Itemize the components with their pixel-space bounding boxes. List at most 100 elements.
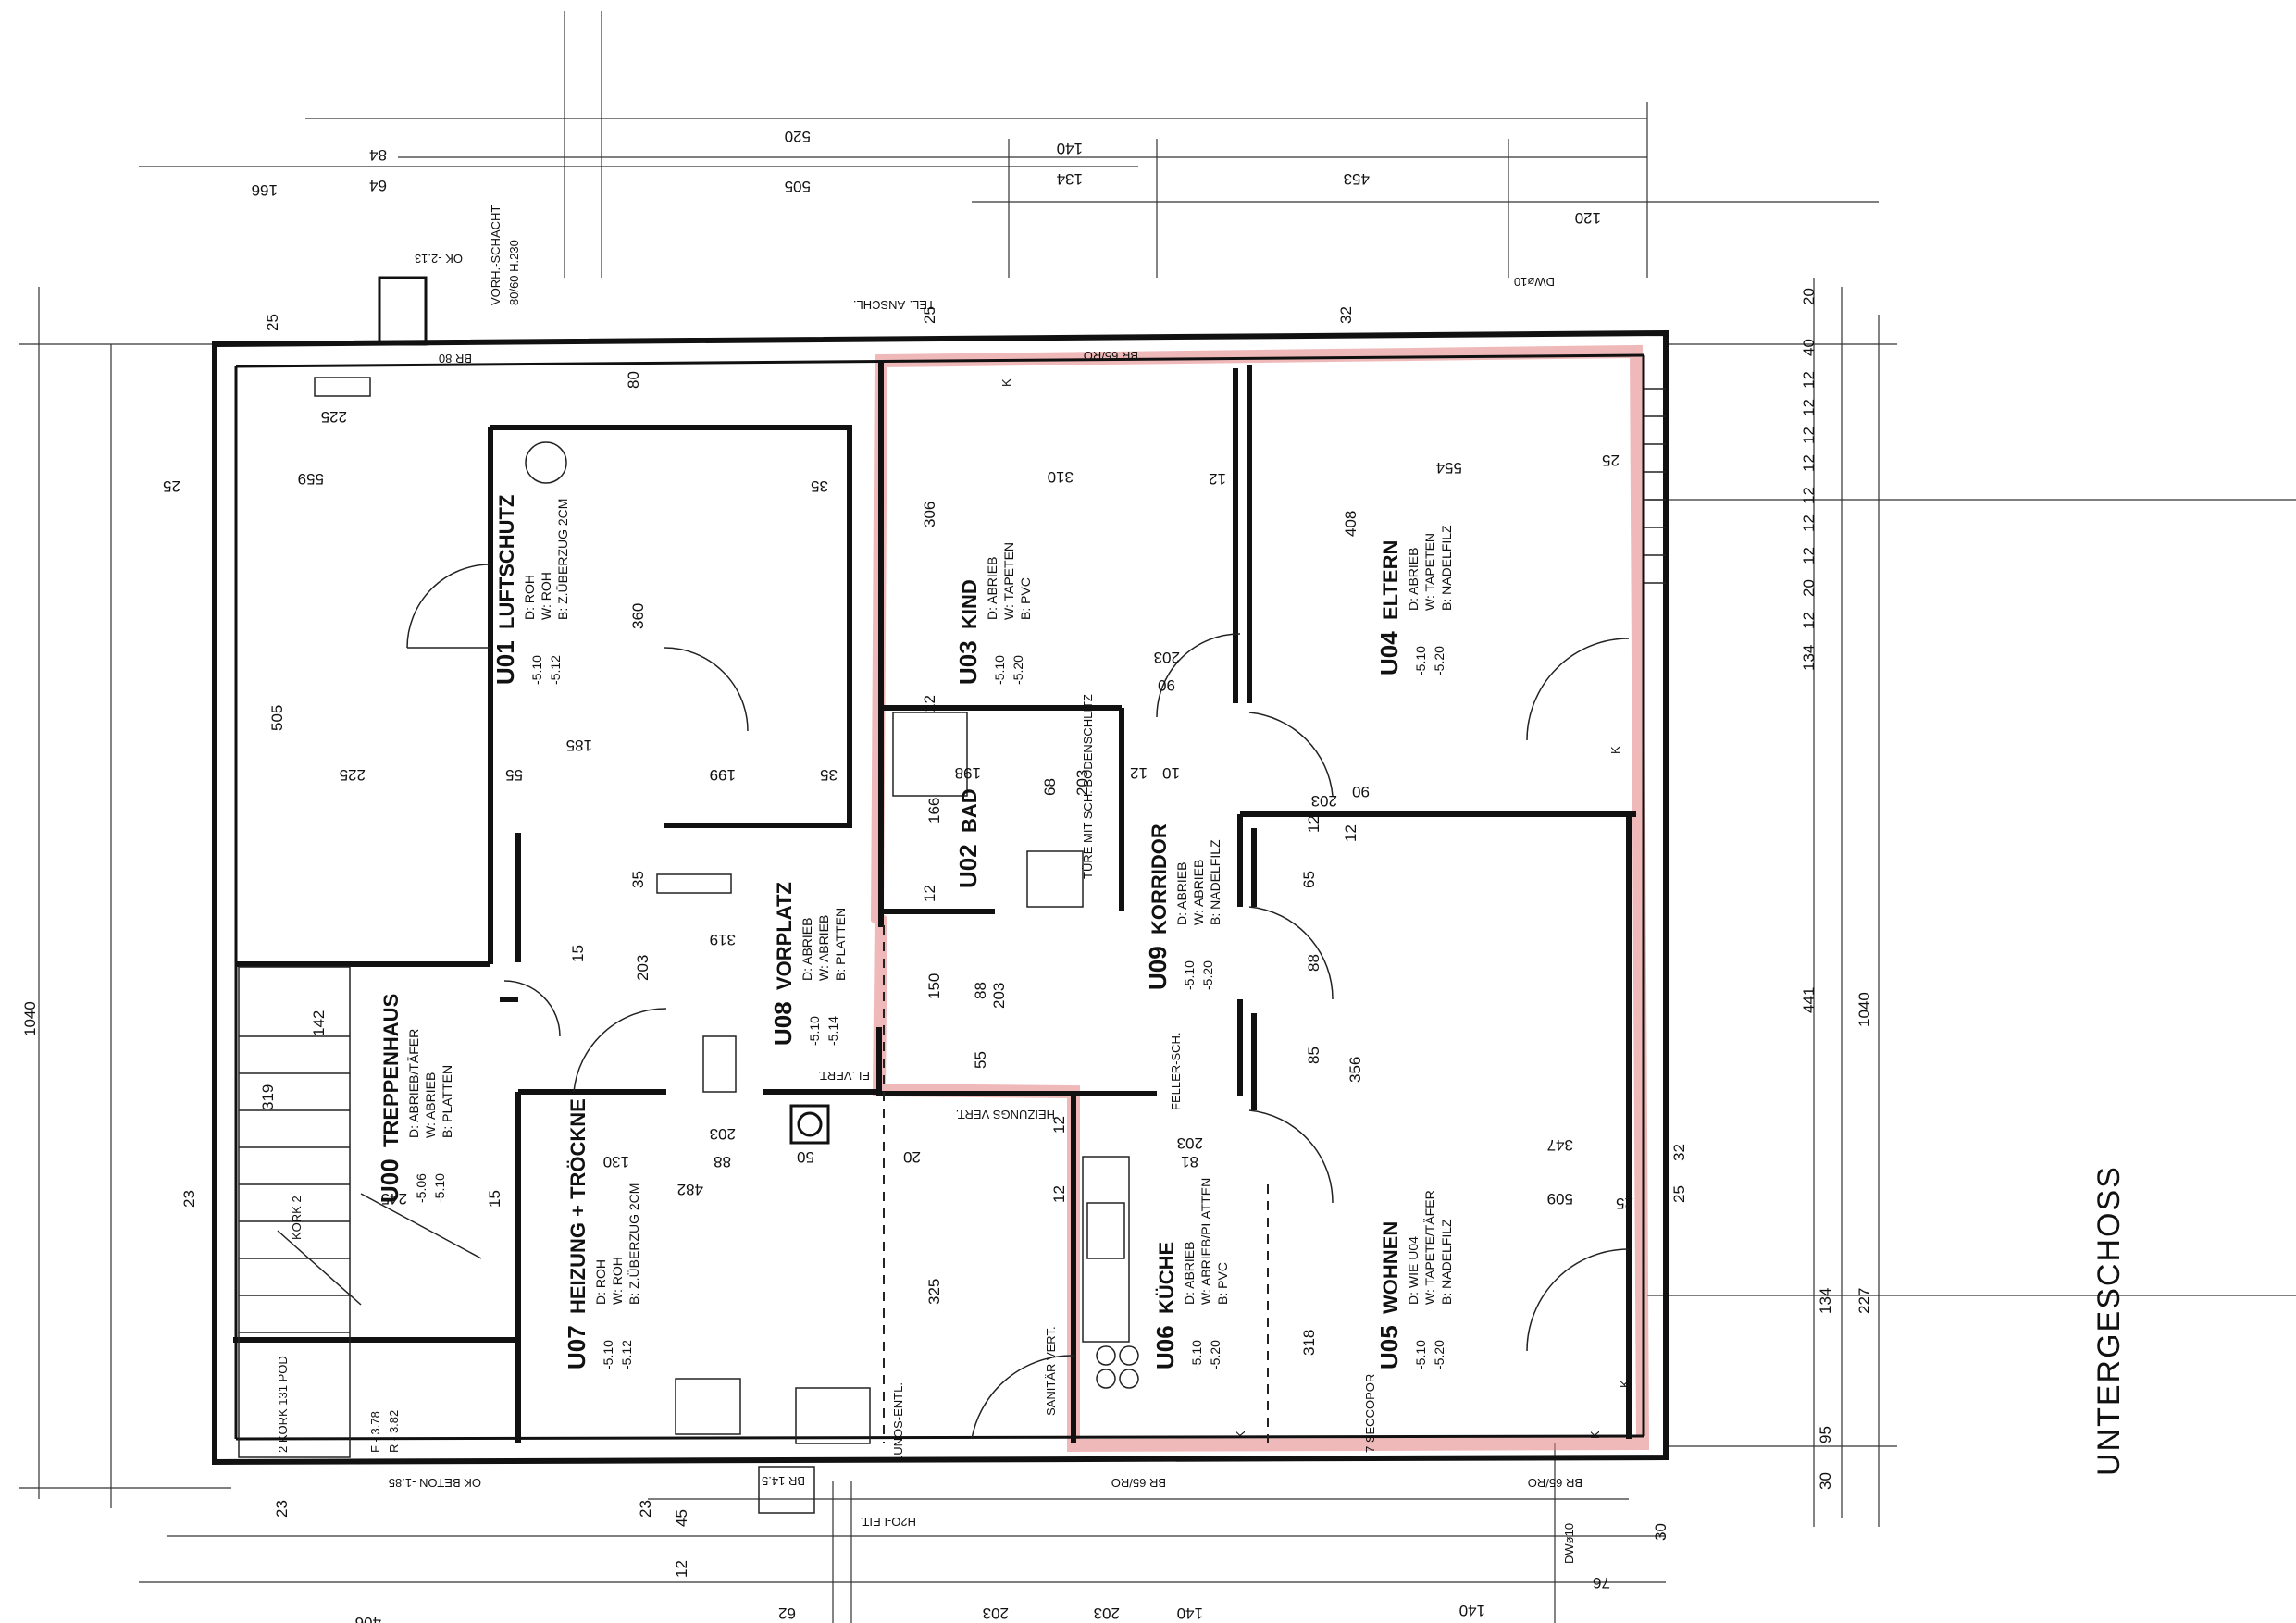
room-spec: D: ROH bbox=[522, 575, 537, 620]
dim-label: 85 bbox=[1305, 1047, 1322, 1064]
dim-label: 32 bbox=[1337, 306, 1355, 324]
dims-side-labels: 1040 25 23 23 20 40 12 12 12 12 12 12 12… bbox=[21, 288, 1873, 1518]
dim-label: 140 bbox=[1459, 1602, 1485, 1619]
room-height: -5.20 bbox=[1208, 1340, 1222, 1369]
room-spec: W: TAPETEN bbox=[1422, 533, 1437, 611]
dim-label: 12 bbox=[1800, 612, 1818, 629]
dim-label: 140 bbox=[1057, 140, 1083, 157]
dim-label: 23 bbox=[637, 1500, 654, 1518]
room-height: -5.10 bbox=[1182, 960, 1197, 990]
lunos-label: LUNOS-ENTL. bbox=[891, 1382, 905, 1462]
dim-label: 140 bbox=[1177, 1604, 1203, 1622]
door-note: TÜRE MIT SCH. BODENSCHLITZ bbox=[1081, 694, 1095, 879]
k-label: K bbox=[1608, 746, 1622, 754]
room-spec: W: ABRIEB bbox=[423, 1072, 438, 1138]
room-name: KIND bbox=[958, 579, 981, 629]
dim-label: 520 bbox=[785, 128, 811, 145]
dim-label: 25 bbox=[163, 477, 180, 495]
room-height: -5.10 bbox=[1189, 1340, 1204, 1369]
room-height: -5.12 bbox=[548, 655, 563, 685]
room-u09: U09 KORRIDOR -5.10 -5.20 D: ABRIEB W: AB… bbox=[1144, 824, 1222, 990]
room-height: -5.10 bbox=[432, 1173, 447, 1203]
room-height: -5.10 bbox=[992, 655, 1007, 685]
room-u08: U08 VORPLATZ -5.10 -5.14 D: ABRIEB W: AB… bbox=[769, 882, 848, 1046]
dim-label: 35 bbox=[811, 477, 828, 495]
room-height: -5.10 bbox=[807, 1016, 822, 1046]
dims-inner-labels: 225 559 80 35 360 505 225 55 185 199 35 … bbox=[259, 371, 1633, 1356]
dim-label: 12 bbox=[921, 885, 938, 902]
dim-label: 203 bbox=[634, 955, 652, 981]
room-height: -5.10 bbox=[1413, 646, 1428, 675]
dim-label: 12 bbox=[1800, 487, 1818, 504]
dim-label: 198 bbox=[955, 764, 981, 782]
room-spec: B: Z.ÜBERZUG 2CM bbox=[626, 1183, 641, 1305]
dim-label: 32 bbox=[1670, 1144, 1688, 1161]
dim-label: 130 bbox=[603, 1153, 629, 1171]
dim-label: 453 bbox=[1344, 170, 1370, 188]
dim-label: 150 bbox=[925, 973, 943, 999]
interior-walls bbox=[233, 363, 1636, 1443]
room-u05: U05 WOHNEN -5.10 -5.20 D: WIE U04 W: TAP… bbox=[1375, 1190, 1454, 1369]
room-name: KÜCHE bbox=[1155, 1242, 1178, 1314]
dim-label: 441 bbox=[1800, 987, 1818, 1013]
room-spec: D: ABRIEB bbox=[1406, 548, 1421, 611]
page-title: UNTERGESCHOSS bbox=[2091, 1165, 2127, 1476]
room-u02: U02 BAD bbox=[954, 788, 982, 888]
dim-label: 50 bbox=[797, 1148, 814, 1166]
room-name: TREPPENHAUS bbox=[379, 994, 403, 1147]
dim-label: 55 bbox=[972, 1051, 989, 1069]
dim-label: 81 bbox=[1181, 1153, 1198, 1171]
dim-label: 12 bbox=[921, 695, 938, 712]
room-spec: B: PVC bbox=[1018, 577, 1033, 620]
room-spec: B: PVC bbox=[1215, 1262, 1230, 1305]
windows-right bbox=[1644, 388, 1666, 584]
dim-label: 25 bbox=[1602, 452, 1620, 469]
dim-label: 559 bbox=[298, 470, 324, 488]
dim-label: 62 bbox=[778, 1604, 796, 1622]
dim-label: 1040 bbox=[1855, 992, 1873, 1027]
dim-label: 12 bbox=[1800, 454, 1818, 472]
dimension-lines-top bbox=[139, 11, 1879, 278]
room-name: HEIZUNG + TRÖCKNE bbox=[566, 1098, 590, 1314]
heiz-vert-label: HEIZUNGS VERT. bbox=[956, 1108, 1055, 1121]
annotations: TEL.-ANSCHL. VORH.-SCHACHT 80/60 H.230 O… bbox=[276, 205, 1632, 1564]
dim-label: 319 bbox=[259, 1084, 277, 1110]
dim-label: 25 bbox=[1670, 1185, 1688, 1203]
room-u07: U07 HEIZUNG + TRÖCKNE -5.10 -5.12 D: ROH… bbox=[563, 1098, 641, 1369]
dim-label: 12 bbox=[1050, 1116, 1068, 1134]
room-spec: D: ABRIEB bbox=[985, 557, 999, 620]
dim-label: 30 bbox=[1652, 1523, 1669, 1541]
dim-label: 55 bbox=[505, 766, 523, 784]
h2o-label: H2O-LEIT. bbox=[860, 1515, 916, 1529]
dim-label: 25 bbox=[921, 306, 938, 324]
dim-label: 199 bbox=[710, 766, 736, 784]
dim-label: 185 bbox=[566, 737, 592, 754]
dim-label: 12 bbox=[1800, 427, 1818, 444]
br-label: BR 80 bbox=[439, 352, 472, 365]
dim-label: 25 bbox=[1616, 1195, 1633, 1212]
dim-label: 12 bbox=[1050, 1185, 1068, 1203]
room-height: -5.12 bbox=[619, 1340, 634, 1369]
dim-label: 505 bbox=[785, 178, 811, 195]
dw-label: DWø10 bbox=[1562, 1523, 1576, 1564]
bad-note: TÜRE MIT SCH. BODENSCHLITZ bbox=[1081, 694, 1095, 879]
room-spec: W: ROH bbox=[539, 572, 553, 620]
room-height: -5.10 bbox=[1413, 1340, 1428, 1369]
dim-label: 10 bbox=[1162, 764, 1180, 782]
dim-label: 65 bbox=[1300, 871, 1318, 888]
dim-label: 64 bbox=[369, 177, 387, 194]
dim-label: 40 bbox=[1800, 339, 1818, 356]
dim-label: 30 bbox=[1817, 1472, 1834, 1490]
room-u06: U06 KÜCHE -5.10 -5.20 D: ABRIEB W: ABRIE… bbox=[1151, 1178, 1230, 1369]
room-name: BAD bbox=[958, 788, 981, 833]
k-label: K bbox=[999, 378, 1013, 387]
dim-label: 554 bbox=[1436, 459, 1462, 477]
dim-label: 166 bbox=[252, 181, 278, 199]
room-spec: W: ABRIEB/PLATTEN bbox=[1198, 1178, 1213, 1305]
dim-label: 347 bbox=[1547, 1136, 1573, 1154]
dim-label: 20 bbox=[1800, 579, 1818, 597]
room-id: U00 bbox=[376, 1158, 403, 1203]
dim-label: 15 bbox=[486, 1190, 503, 1208]
dim-label: 203 bbox=[1311, 792, 1337, 810]
dim-label: 134 bbox=[1800, 645, 1818, 671]
